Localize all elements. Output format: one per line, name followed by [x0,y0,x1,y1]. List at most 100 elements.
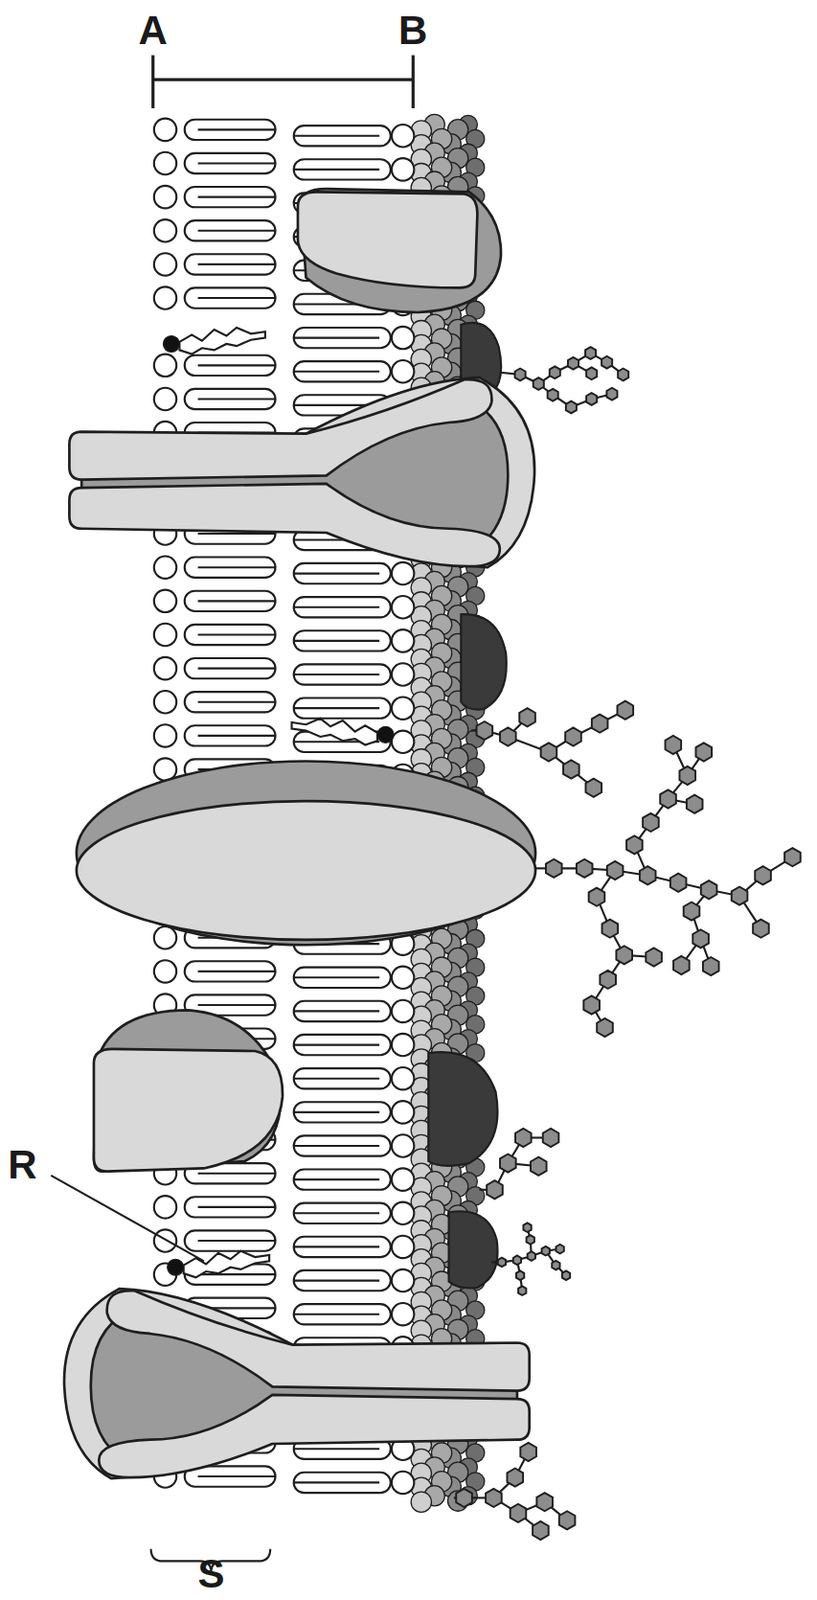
lipid-tail-split [198,1475,276,1477]
glycoprotein [449,1210,499,1288]
sugar-unit [602,919,619,938]
dimension-line [153,78,414,82]
carbohydrate-chain [491,1222,570,1295]
transmembrane-protein [68,377,535,568]
lipid-tail-split [198,161,276,164]
lipid-head [154,387,177,410]
lipid-tail-split [198,263,276,266]
sugar-unit [533,377,545,390]
peripheral-protein [93,1009,283,1171]
lipid-head [154,926,177,949]
lipid-tail [184,590,276,612]
lipid-tail-split [198,363,276,366]
lipid-tail-split [294,1211,380,1214]
lipid-tail-split [198,532,276,535]
sugar-unit [586,392,597,406]
protein-core [76,761,536,946]
lipid-head [154,152,177,175]
sugar-unit [559,1510,576,1529]
protein-chain [107,1290,530,1391]
lipid-head [391,999,414,1022]
lipid-tail-split [294,135,380,137]
lipid-tail [294,1303,391,1324]
sugar-unit [659,789,677,808]
lipid-tail [294,1202,391,1224]
sugar-unit [476,721,494,740]
sugar-unit [639,865,657,885]
sugar-unit [596,1018,613,1037]
dimension-tick [151,55,155,109]
sugar-unit [513,1254,522,1265]
lipid-tail-split [294,975,380,978]
protein-shell [297,191,477,288]
lipid-tail-split [294,1178,380,1181]
lipid-head [391,562,414,585]
sugar-unit [606,387,617,401]
lipid-tail [184,624,276,645]
part-label: B [398,10,428,51]
lipid-head [391,1066,414,1090]
sugar-unit [519,707,536,727]
hydroxyl-group [162,335,180,352]
lipid-tail [294,1101,391,1122]
lipid-head [154,185,177,208]
sugar-unit [555,1244,564,1254]
lipid-tail [184,388,276,409]
lipid-tail [184,119,276,140]
sugar-unit [616,701,634,720]
lipid-tail-split [294,337,380,340]
cholesterol [162,327,265,355]
protein-chain [98,1394,529,1477]
lipid-head [154,1195,177,1218]
lipid-tail-split [294,168,380,171]
lipid-tail-split [294,673,380,676]
protein-shell [76,800,536,940]
sugar-unit [543,1128,560,1147]
sugar-unit [516,1270,524,1280]
lipid-head [391,158,414,181]
lipid-head [391,595,414,618]
lipid-tail-split [294,1009,380,1012]
lipid-tail [184,153,276,174]
lipid-tail [294,1270,391,1291]
carbohydrate-chain [453,1442,576,1540]
lipid-head [391,360,414,383]
lipid-tail-split [198,196,276,199]
protein-chain [68,483,500,567]
lipid-head [154,690,177,713]
hydroxyl-group [167,1258,184,1275]
lipid-tail [184,725,276,746]
sugar-unit [527,1250,536,1261]
lipid-tail [294,563,391,584]
sugar-unit [695,742,712,761]
lipid-head [154,354,177,377]
sugar-unit [701,880,718,899]
sugar-unit [752,919,770,938]
lipid-head [154,623,177,646]
carbohydrate-chain [479,1128,560,1199]
sugar-unit [626,835,643,854]
sterol-rings [183,1250,270,1278]
lipid-tail [294,1134,391,1156]
protein-chain [68,379,492,480]
sugar-unit [692,929,709,948]
lipid-tail [184,287,276,308]
glycoprotein [428,1051,498,1166]
sugar-unit [549,365,561,379]
sugar-unit [754,865,772,885]
sugar-unit [522,1222,531,1232]
lipid-head [154,219,177,242]
lipid-tail-split [198,970,276,973]
lipid-tail [294,1000,391,1022]
lipid-tail [184,691,276,712]
sugar-unit [731,886,749,906]
lipid-tail-split [294,1447,380,1450]
sugar-unit [617,368,629,382]
lipid-head [154,959,177,982]
lipid-head [154,724,177,747]
sugar-unit [536,1492,553,1511]
lipid-tail-split [198,1205,276,1208]
lipid-head [391,662,414,685]
lipid-tail-split [294,572,380,575]
